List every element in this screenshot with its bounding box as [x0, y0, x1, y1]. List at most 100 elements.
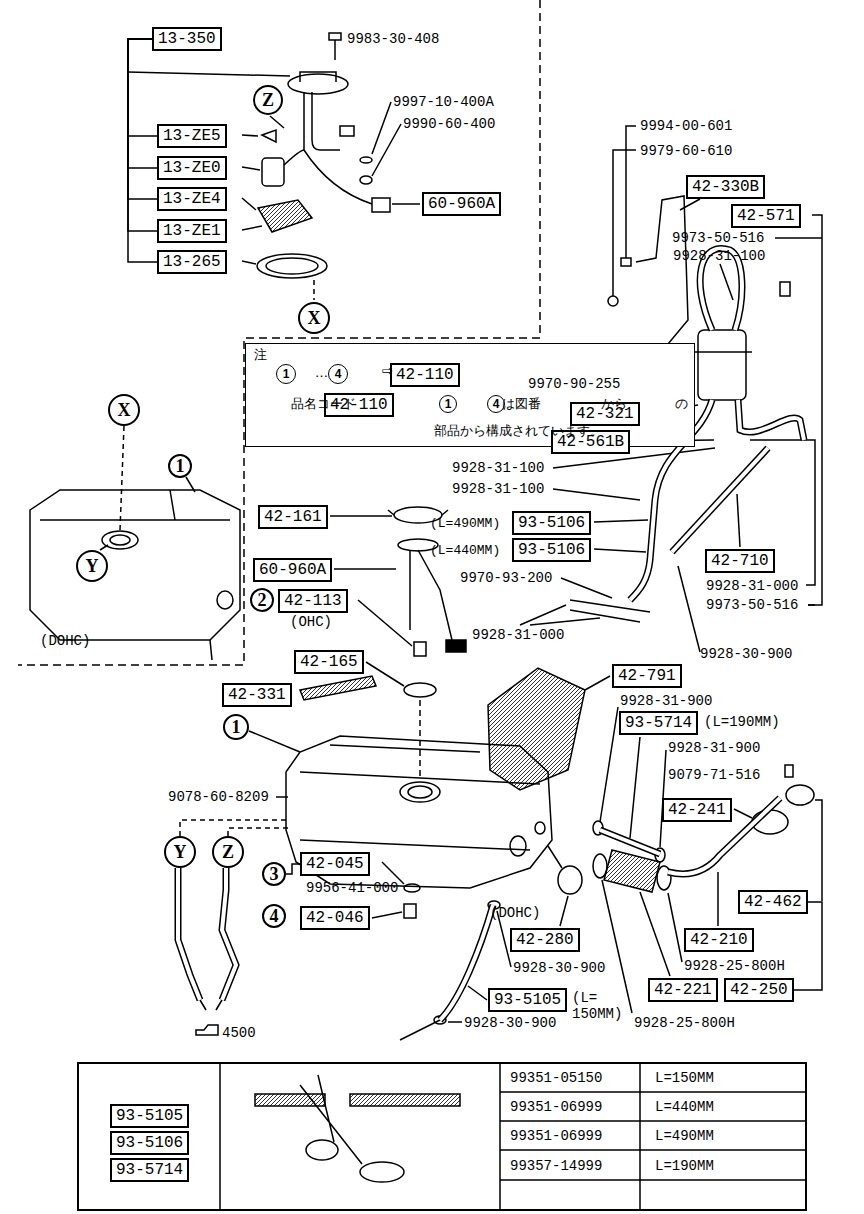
callout-circle: Z — [253, 85, 283, 115]
illustration — [220, 1063, 806, 1210]
part-code-box: 42-791 — [612, 664, 682, 688]
illustration — [608, 296, 618, 306]
illustration — [300, 1075, 362, 1164]
illustration — [717, 872, 719, 926]
callout-circle: Z — [212, 836, 244, 868]
part-number: (DOHC) — [40, 633, 90, 649]
hose — [222, 868, 236, 1000]
part-number: 9970-90-255 — [528, 376, 620, 392]
illustration — [40, 490, 230, 520]
part-code: 13-ZE4 — [163, 190, 221, 208]
illustration — [780, 282, 790, 296]
part-number: 9979-60-610 — [640, 143, 732, 159]
part-code: 13-265 — [163, 253, 221, 271]
illustration — [110, 535, 130, 545]
part-code: 42-561B — [557, 433, 624, 451]
note-text: の — [675, 396, 688, 411]
bracket-line — [128, 39, 157, 262]
part-number: 9928-31-100 — [673, 248, 765, 264]
part-code-box: 13-ZE4 — [157, 187, 227, 211]
illustration — [257, 254, 327, 278]
illustration — [262, 130, 276, 142]
illustration — [400, 1020, 440, 1040]
callout-number: 1 — [283, 367, 290, 381]
part-code: 13-ZE5 — [163, 127, 221, 145]
callout-circle: 2 — [250, 588, 274, 612]
part-code-box: 93-5714 — [619, 711, 698, 735]
callout-circle: 1 — [439, 395, 457, 413]
part-number: 9928-31-100 — [452, 481, 544, 497]
illustration — [288, 74, 348, 94]
callout-number: Y — [86, 556, 99, 577]
illustration — [100, 545, 108, 550]
hose-core — [222, 868, 236, 1000]
part-code-box: 42-331 — [222, 683, 292, 707]
illustration — [266, 258, 318, 274]
hose — [600, 830, 660, 854]
part-code: 42-331 — [228, 686, 286, 704]
part-code: 13-350 — [158, 30, 216, 48]
illustration — [128, 72, 290, 76]
table-cell: L=440MM — [655, 1099, 714, 1115]
callout-number: 4 — [493, 397, 500, 411]
part-code-box: 93-5106 — [512, 538, 591, 562]
part-code: 93-5714 — [116, 1161, 183, 1179]
illustration — [594, 520, 648, 552]
illustration — [360, 1162, 404, 1182]
part-code: 93-5714 — [625, 714, 692, 732]
illustration — [200, 1000, 222, 1010]
illustration — [180, 820, 290, 836]
illustration — [488, 668, 585, 790]
part-code-box: 42-210 — [684, 928, 754, 952]
part-number: (OHC) — [290, 614, 332, 630]
callout-circle: Y — [76, 550, 108, 582]
part-number: 9997-10-400A — [393, 94, 494, 110]
part-code-box: 42-241 — [662, 798, 732, 822]
part-code-box: 93-5714 — [110, 1158, 189, 1182]
callout-number: 3 — [270, 864, 279, 885]
part-code-box: 60-960A — [422, 192, 501, 216]
part-code-box: 42-571 — [731, 204, 801, 228]
part-code-box: 93-5105 — [110, 1104, 189, 1128]
illustration — [446, 640, 466, 652]
part-number: 9956-41-000 — [306, 880, 398, 896]
hose-core — [668, 798, 780, 874]
part-code-box: 42-110 — [390, 363, 460, 387]
part-code: 93-5106 — [518, 514, 585, 532]
table-cell: 99351-05150 — [510, 1070, 602, 1086]
illustration — [258, 200, 312, 232]
illustration — [284, 150, 304, 165]
illustration — [350, 1094, 460, 1106]
part-code: 42-330B — [692, 178, 759, 196]
part-code-box: 13-ZE5 — [157, 124, 227, 148]
part-code: 42-462 — [744, 893, 802, 911]
table-cell: 99351-06999 — [510, 1128, 602, 1144]
part-code-box: 42-250 — [724, 978, 794, 1002]
illustration — [613, 126, 636, 296]
illustration — [400, 782, 440, 802]
part-number: (L=190MM) — [704, 714, 780, 730]
part-code: 42-280 — [516, 931, 574, 949]
part-code: 93-5105 — [494, 991, 561, 1009]
illustration — [678, 566, 700, 652]
part-number: (L=490MM) — [430, 516, 500, 532]
part-number: 9928-31-000 — [472, 627, 564, 643]
part-code: 93-5106 — [116, 1134, 183, 1152]
illustration — [510, 836, 526, 856]
part-number: 9973-50-516 — [706, 597, 798, 613]
illustration — [300, 72, 336, 82]
illustration — [636, 196, 688, 346]
hose — [672, 448, 768, 552]
part-code-box: 42-710 — [705, 549, 775, 573]
illustration — [330, 515, 392, 517]
part-code-box: 42-046 — [300, 906, 370, 930]
illustration — [593, 854, 607, 878]
illustration — [313, 280, 315, 300]
part-code-box: 60-960A — [253, 558, 332, 582]
part-code: 42-045 — [306, 855, 364, 873]
part-code-box: 42-110 — [324, 393, 394, 417]
illustration — [570, 600, 650, 622]
callout-circle: 4 — [328, 364, 348, 384]
illustration — [300, 745, 540, 850]
part-code: 42-221 — [654, 981, 712, 999]
